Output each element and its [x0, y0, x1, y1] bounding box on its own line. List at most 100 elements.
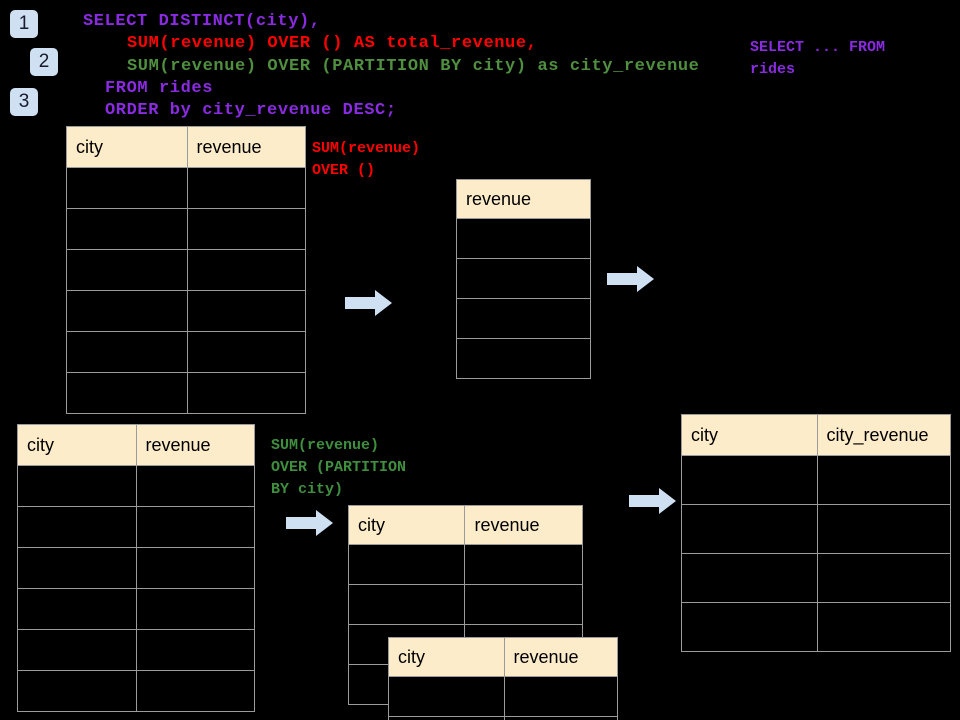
table-cell — [816, 553, 951, 603]
table-cell — [347, 544, 466, 585]
table-row — [66, 208, 306, 250]
table-cell — [135, 629, 255, 671]
table-cell — [135, 547, 255, 589]
table-row — [66, 167, 306, 209]
table-cell — [66, 208, 188, 250]
table-row — [681, 553, 951, 603]
arrow-right-icon — [345, 290, 392, 316]
table-cell — [17, 670, 137, 712]
annotation-sum-over-empty: SUM(revenue) OVER () — [312, 140, 421, 179]
table-cell — [186, 208, 306, 250]
table-cell — [186, 290, 306, 332]
table-row — [388, 716, 618, 720]
sql-line-5: ORDER by city_revenue DESC; — [105, 101, 397, 120]
table-row — [66, 290, 306, 332]
table-row — [681, 504, 951, 554]
table-cell — [66, 331, 188, 373]
table-row — [17, 588, 255, 630]
table-cell — [456, 258, 591, 299]
table-total-revenue: revenue — [456, 179, 591, 379]
table-cell — [456, 298, 591, 339]
table-cell — [186, 372, 306, 414]
sql-line-2: SUM(revenue) OVER () AS total_revenue, — [127, 34, 538, 53]
arrow-rides-to-partition — [286, 509, 334, 537]
table-row — [17, 547, 255, 589]
annotation-sum-over-partition: SUM(revenue) OVER (PARTITION BY city) — [271, 437, 407, 498]
table-header-row: revenue — [456, 179, 591, 219]
table-cell — [503, 716, 618, 720]
arrow-rides-to-total-revenue — [345, 289, 393, 317]
table-row — [347, 584, 583, 625]
column-header-revenue: revenue — [186, 126, 306, 168]
table-cell — [456, 218, 591, 259]
table-row — [456, 218, 591, 259]
column-header-city: city — [17, 424, 137, 466]
table-cell — [186, 331, 306, 373]
table-row — [681, 455, 951, 505]
table-cell — [66, 372, 188, 414]
table-cell — [388, 716, 505, 720]
table-row — [456, 338, 591, 379]
table-cell — [464, 584, 583, 625]
table-row — [347, 544, 583, 585]
table-cell — [66, 290, 188, 332]
table-cell — [816, 504, 951, 554]
column-header-revenue: revenue — [464, 505, 583, 545]
table-cell — [503, 676, 618, 717]
column-header-city: city — [388, 637, 505, 677]
table-cell — [17, 629, 137, 671]
table-row — [66, 372, 306, 414]
column-header-city_revenue: city_revenue — [816, 414, 951, 456]
table-cell — [816, 602, 951, 652]
table-row — [17, 506, 255, 548]
arrow-right-icon — [629, 488, 676, 514]
sql-line-4: FROM rides — [105, 79, 214, 98]
column-header-revenue: revenue — [456, 179, 591, 219]
table-cell — [347, 584, 466, 625]
table-cell — [135, 670, 255, 712]
table-cell — [17, 588, 137, 630]
column-header-revenue: revenue — [503, 637, 618, 677]
table-cell — [17, 506, 137, 548]
column-header-city: city — [66, 126, 188, 168]
table-cell — [66, 249, 188, 291]
sql-line-1: SELECT DISTINCT(city), — [83, 12, 321, 31]
table-cell — [66, 167, 188, 209]
sql-line-3: SUM(revenue) OVER (PARTITION BY city) as… — [127, 57, 700, 76]
table-cell — [135, 465, 255, 507]
step-badge-1: 1 — [10, 10, 38, 38]
table-cell — [681, 553, 818, 603]
table-row — [388, 676, 618, 717]
table-cell — [186, 167, 306, 209]
table-cell — [17, 547, 137, 589]
table-cell — [135, 506, 255, 548]
table-cell — [186, 249, 306, 291]
annotation-select-from-rides: SELECT ... FROM rides — [750, 39, 886, 78]
arrow-partition-to-result — [629, 487, 677, 515]
table-cell — [17, 465, 137, 507]
table-row — [17, 629, 255, 671]
step-badge-2: 2 — [30, 48, 58, 76]
table-cell — [464, 544, 583, 585]
table-cell — [456, 338, 591, 379]
table-row — [66, 249, 306, 291]
table-cell — [135, 588, 255, 630]
table-cell — [681, 602, 818, 652]
table-row — [17, 670, 255, 712]
table-cell — [681, 455, 818, 505]
column-header-city: city — [681, 414, 818, 456]
table-row — [17, 465, 255, 507]
arrow-right-icon — [607, 266, 654, 292]
table-row — [681, 602, 951, 652]
table-row — [456, 258, 591, 299]
column-header-city: city — [347, 505, 466, 545]
